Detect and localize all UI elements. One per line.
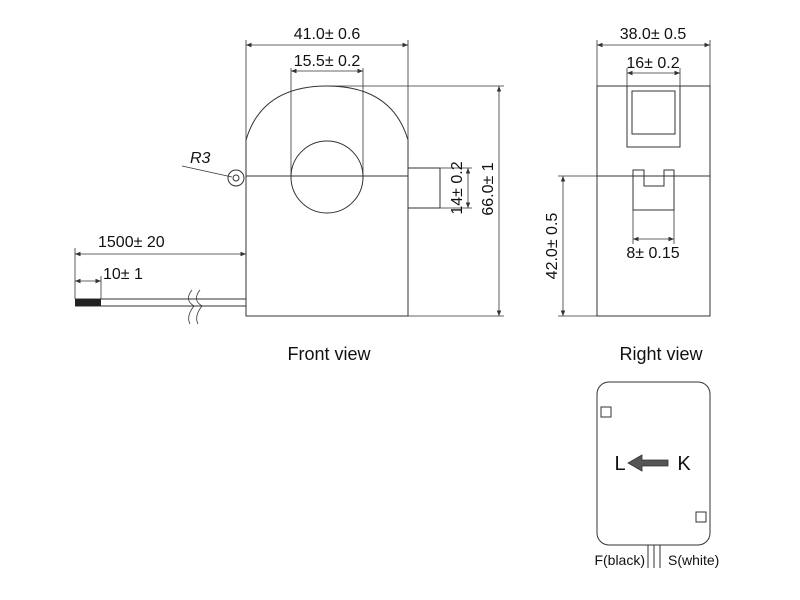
front-window-circle [290,140,364,214]
label-letter-l: L [614,453,625,475]
right-latch [632,169,675,211]
dim-right-slot: 8± 0.15 [626,245,679,262]
dim-front-window: 15.5± 0.2 [294,53,361,70]
arrow-left-icon [627,454,669,472]
cable-black-tip [75,299,101,306]
lead-s-label: S(white) [668,552,719,568]
front-view-label: Front view [287,344,371,364]
dim-front-height: 66.0± 1 [480,162,497,215]
right-core [596,85,711,177]
label-letter-k: K [677,453,691,475]
front-side-clip [408,167,441,209]
front-view [74,40,504,325]
dim-cable-length: 1500± 20 [98,234,165,251]
right-view [558,40,711,317]
dim-right-height: 42.0± 0.5 [544,213,561,280]
label-mark-bottom [695,511,707,523]
front-body [245,175,409,317]
dim-right-width: 38.0± 0.5 [620,26,687,43]
label-view [596,381,711,568]
screw-hole [227,169,245,187]
dim-right-clip: 16± 0.2 [626,55,679,72]
dim-front-width: 41.0± 0.6 [294,26,361,43]
dim-front-clip: 14± 0.2 [449,161,466,214]
lead-f-label: F(black) [594,552,645,568]
dim-radius: R3 [190,150,211,167]
label-mark-top [600,406,612,418]
dim-strip-length: 10± 1 [103,266,143,283]
front-core-arc [245,85,409,176]
right-view-label: Right view [619,344,703,364]
right-clip [626,85,681,148]
